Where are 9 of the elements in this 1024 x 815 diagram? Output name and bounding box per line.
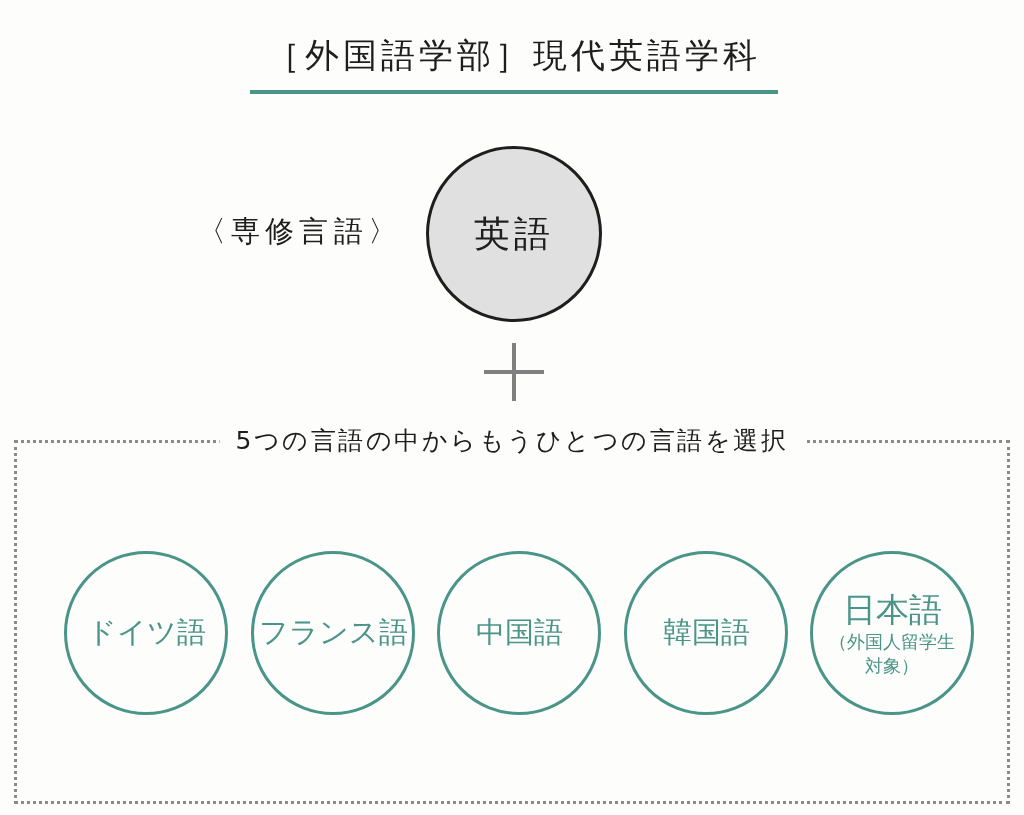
language-name: 日本語 <box>842 589 942 631</box>
language-name: 英語 <box>473 212 555 256</box>
side-caption: 〈専修言語〉 <box>196 213 402 250</box>
language-note: （外国人留学生対象） <box>828 630 956 677</box>
language-name: フランス語 <box>258 614 408 652</box>
language-name: ドイツ語 <box>86 614 206 652</box>
language-name: 中国語 <box>475 614 563 652</box>
title: ［外国語学部］現代英語学科 <box>265 34 763 77</box>
language-name: 韓国語 <box>662 614 750 652</box>
